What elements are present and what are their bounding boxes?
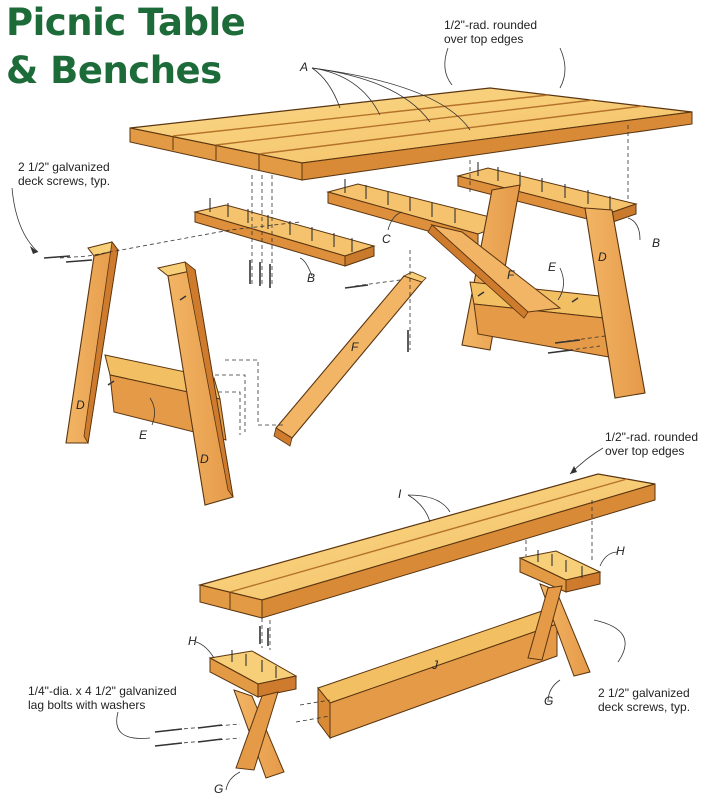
note-line: over top edges: [605, 444, 685, 458]
bench-left-leg: [208, 650, 298, 779]
part-label-e-right: E: [548, 260, 557, 274]
part-label-d-left-front: D: [76, 398, 85, 412]
part-label-b-left: B: [307, 271, 316, 285]
leader-table-screws: [11, 187, 39, 253]
note-line: 1/2"-rad. rounded: [605, 430, 698, 444]
leader-lines-a: [311, 67, 471, 131]
leader-arrowhead-2: [570, 466, 577, 474]
part-label-d-left-back: D: [200, 452, 209, 466]
left-leg-assembly: [65, 240, 234, 506]
part-label-i: I: [398, 487, 402, 501]
note-table-top-rounded: 1/2"-rad. rounded over top edges: [444, 18, 537, 46]
part-label-g-left: G: [214, 782, 224, 796]
part-label-a: A: [300, 60, 309, 74]
leader-bench-screws: [593, 619, 626, 663]
loose-lag-bolts: [154, 626, 269, 747]
bench-stretcher-j: [317, 609, 558, 740]
note-line: 2 1/2" galvanized: [598, 686, 690, 700]
leader-top-note: [444, 47, 453, 86]
note-bench-screws: 2 1/2" galvanized deck screws, typ.: [598, 686, 690, 714]
bench-top: [197, 473, 656, 619]
note-lag-bolts: 1/4"-dia. x 4 1/2" galvanized lag bolts …: [28, 684, 177, 712]
title-line-1: Picnic Table: [6, 1, 246, 44]
loose-screws-table: [43, 255, 581, 354]
part-label-f-right: F: [507, 268, 515, 282]
brace-f-floating: [273, 271, 427, 447]
part-label-h-left: H: [188, 634, 197, 648]
part-label-j: J: [432, 658, 438, 672]
cleat-screws: [209, 162, 611, 252]
leader-arrowhead: [30, 246, 38, 254]
part-label-h-right: H: [616, 544, 625, 558]
part-label-e-left: E: [139, 428, 148, 442]
table-top: [129, 87, 693, 181]
note-table-screws: 2 1/2" galvanized deck screws, typ.: [18, 160, 110, 188]
note-line: deck screws, typ.: [18, 174, 111, 188]
leader-lag-bolts: [116, 711, 151, 739]
part-label-f-floating: F: [351, 340, 359, 354]
note-line: lag bolts with washers: [28, 698, 146, 712]
note-line: 1/4"-dia. x 4 1/2" galvanized: [28, 684, 177, 698]
bench-right-leg: [518, 550, 602, 677]
note-line: deck screws, typ.: [598, 700, 691, 714]
table-label-leaders: [149, 211, 641, 426]
right-leg-assembly: [427, 184, 646, 399]
cleat-b-left: [193, 204, 376, 267]
title-line-2: & Benches: [6, 49, 222, 92]
note-line: 2 1/2" galvanized: [18, 160, 110, 174]
note-line: 1/2"-rad. rounded: [444, 18, 537, 32]
part-label-d-right: D: [598, 250, 607, 264]
bench-cleat-screws: [231, 550, 583, 678]
part-label-c: C: [382, 232, 391, 246]
bench-label-leaders: [195, 551, 619, 791]
note-line: over top edges: [444, 32, 524, 46]
leader-top-note-2: [559, 47, 566, 89]
leader-i: [407, 494, 451, 523]
part-label-g-right: G: [544, 694, 554, 708]
part-label-b-right: B: [652, 236, 661, 250]
note-bench-top-rounded: 1/2"-rad. rounded over top edges: [605, 430, 698, 458]
